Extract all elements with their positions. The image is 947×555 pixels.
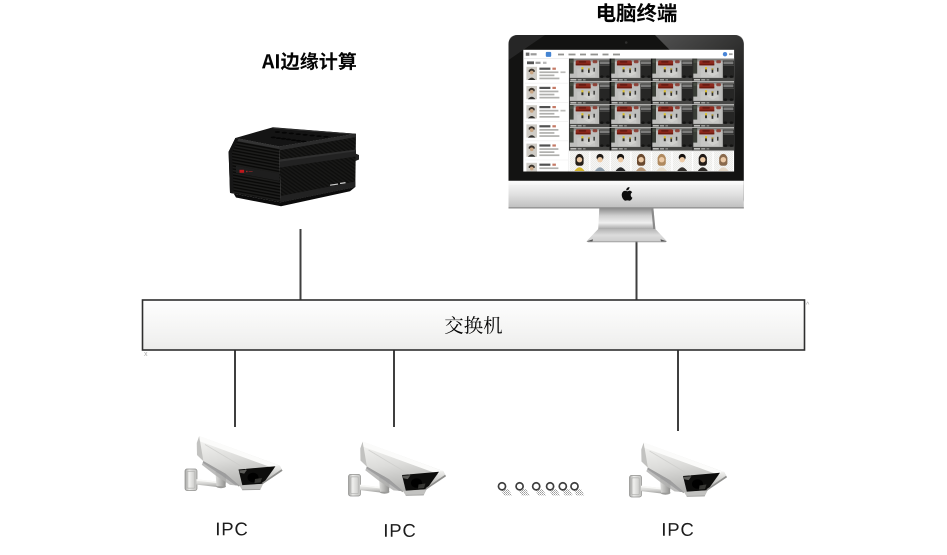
svg-text:^: ^ xyxy=(806,302,810,309)
svg-text:x: x xyxy=(144,351,148,358)
